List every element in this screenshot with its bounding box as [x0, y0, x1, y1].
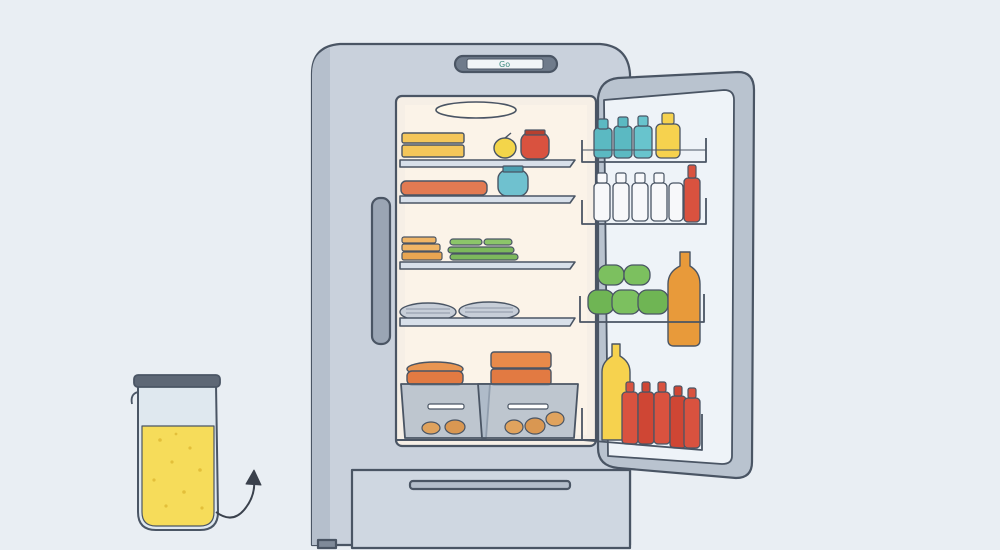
juice-pitcher — [130, 374, 262, 531]
control-display-text: Go — [499, 60, 510, 69]
green-beans — [483, 238, 513, 246]
bottle-teal — [613, 125, 633, 159]
lemon — [493, 137, 517, 159]
crisper-handle[interactable] — [427, 403, 465, 410]
freezer-handle[interactable] — [408, 479, 572, 491]
potato — [444, 419, 466, 435]
pitcher-spout — [130, 391, 139, 405]
bottle-red — [683, 177, 701, 223]
pie — [406, 370, 464, 386]
door-bin-2 — [581, 164, 707, 225]
control-display-screen — [466, 58, 544, 70]
potato — [545, 411, 565, 427]
bottle-red — [621, 391, 639, 445]
green-beans — [447, 246, 515, 254]
bottle-red — [637, 391, 655, 445]
cheese-wedge — [490, 368, 552, 386]
bottle-white — [668, 182, 684, 222]
fridge-door-open[interactable] — [579, 70, 756, 480]
covered-dish-pattern — [406, 308, 450, 314]
crisper-handle[interactable] — [507, 403, 549, 410]
lemon-leaf — [504, 132, 512, 139]
crisper-drawer-right[interactable] — [477, 383, 579, 439]
interior-light — [435, 101, 517, 119]
salmon-fillet — [400, 180, 488, 196]
bottle-yellow — [655, 123, 681, 159]
green-beans — [449, 253, 519, 261]
water-jar-lid — [502, 165, 524, 173]
curved-arrow-up-icon — [215, 477, 256, 519]
cheese-wedge — [490, 351, 552, 369]
bottle-red — [653, 391, 671, 445]
bottle-white — [650, 182, 668, 222]
bottle-white — [631, 182, 649, 222]
pulp — [152, 432, 204, 510]
fridge-foot-left — [316, 538, 338, 550]
fridge-interior — [394, 94, 598, 448]
sauce-jar-lid — [524, 129, 546, 136]
butter-block — [401, 144, 465, 158]
green-beans — [449, 238, 483, 246]
green-can — [623, 264, 651, 286]
bottle-red — [683, 397, 701, 449]
cheese-slices — [401, 236, 437, 244]
water-jar — [497, 169, 529, 197]
interior-shelf-1 — [399, 159, 576, 168]
interior-shelf-4 — [399, 317, 576, 327]
door-bin-3 — [579, 251, 705, 347]
interior-shelf-3 — [399, 261, 576, 270]
fridge-handle[interactable] — [370, 196, 392, 346]
arrowhead — [245, 469, 262, 486]
covered-dish-pattern — [465, 307, 513, 313]
crisper-drawer-left[interactable] — [400, 383, 491, 439]
door-bin-1 — [581, 112, 707, 163]
cheese-slices — [401, 251, 443, 261]
sauce-jar — [520, 132, 550, 160]
fridge-body-shade — [312, 48, 330, 545]
green-can — [597, 264, 625, 286]
potato — [504, 419, 524, 435]
green-can — [611, 289, 641, 315]
cheese-slices — [401, 243, 441, 252]
pitcher-lid — [133, 374, 221, 388]
bottle-teal — [633, 125, 653, 159]
interior-shelf-2 — [399, 195, 576, 204]
potato — [524, 417, 546, 435]
bottle-teal — [593, 127, 613, 159]
door-bin-4 — [581, 343, 703, 451]
potato — [421, 421, 441, 435]
door-bin-rail — [579, 294, 705, 323]
pitcher-juice — [141, 425, 215, 527]
door-bin-rail — [581, 408, 703, 451]
door-bin-rail — [581, 198, 707, 225]
green-can — [637, 289, 669, 315]
green-can — [587, 289, 615, 315]
bottle-white — [593, 182, 611, 222]
bottle-white — [612, 182, 630, 222]
butter-block — [401, 132, 465, 144]
